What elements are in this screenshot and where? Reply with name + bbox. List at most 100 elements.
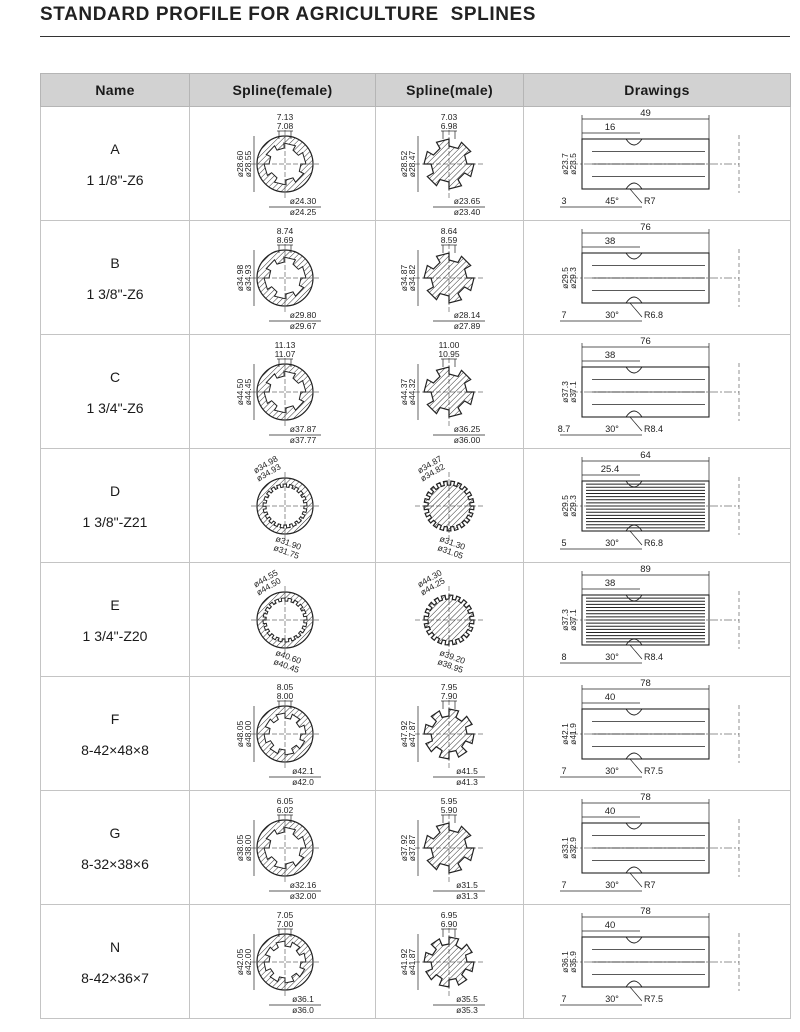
outer-diameter-max: ø28.60: [235, 150, 245, 177]
tooth-width-max: 6.95: [441, 910, 458, 920]
profile-size: 1 3/8"-Z21: [82, 513, 148, 530]
tooth-width-max: 11.00: [439, 340, 460, 350]
profile-letter: E: [110, 596, 120, 613]
chamfer-angle: 30°: [605, 766, 619, 776]
chamfer-offset: 3: [561, 196, 566, 206]
tooth-width-min: 6.98: [441, 121, 458, 131]
root-diameter-min: ø31.3: [456, 891, 478, 901]
overall-length: 76: [640, 222, 651, 233]
tooth-width-min: 7.90: [441, 691, 458, 701]
root-diameter-max: ø36.1: [292, 994, 314, 1004]
profile-letter: G: [109, 824, 121, 841]
profile-size: 8-42×48×8: [81, 741, 149, 758]
radius-leader: [629, 188, 643, 204]
root-diameter-max: ø35.5: [456, 994, 478, 1004]
shaft-diameter-min: ø37.1: [568, 609, 578, 631]
shaft-diameter-min: ø23.5: [568, 153, 578, 175]
name-cell: N 8-42×36×7: [40, 904, 190, 1019]
outer-diameter-max: ø28.52: [399, 150, 409, 177]
outer-diameter-min: ø28.55: [243, 150, 253, 177]
profile-size: 8-42×36×7: [81, 969, 149, 986]
shaft-diameter-max: ø29.5: [560, 267, 570, 289]
groove-neck: [625, 708, 643, 760]
tooth-width-max: 7.05: [277, 910, 294, 920]
outer-diameter-min: ø34.82: [407, 264, 417, 291]
chamfer-offset: 7: [561, 880, 566, 890]
tooth-width-min: 7.08: [277, 121, 294, 131]
chamfer-offset: 5: [561, 538, 566, 548]
hub-length: 16: [605, 122, 616, 133]
outer-diameter-max: ø48.05: [235, 720, 245, 747]
radius-leader: [629, 872, 643, 888]
outer-diameter-min: ø44.45: [243, 378, 253, 405]
overall-length: 76: [640, 336, 651, 347]
outer-diameter-min: ø48.00: [243, 720, 253, 747]
outer-diameter-max: ø38.05: [235, 834, 245, 861]
profile-letter: D: [109, 482, 121, 499]
shaft-diameter-max: ø37.3: [560, 381, 570, 403]
header-name: Name: [40, 73, 190, 107]
chamfer-angle: 45°: [605, 196, 619, 206]
root-diameter-min: ø23.40: [454, 207, 481, 217]
root-diameter-min: ø36.00: [454, 435, 481, 445]
overall-length: 89: [640, 564, 651, 575]
tooth-width-min: 6.90: [441, 919, 458, 929]
hub-length: 38: [605, 236, 616, 247]
chamfer-angle: 30°: [605, 310, 619, 320]
tooth-width-min: 5.90: [441, 805, 458, 815]
name-cell: C 1 3/4"-Z6: [40, 334, 190, 449]
profile-letter: N: [109, 938, 121, 955]
root-diameter-max: ø42.1: [292, 766, 314, 776]
root-diameter-min: ø42.0: [292, 777, 314, 787]
overall-length: 64: [640, 450, 651, 461]
root-diameter-max: ø36.25: [454, 424, 481, 434]
profile-size: 1 1/8"-Z6: [86, 171, 144, 188]
header-spline-female: Spline(female): [189, 73, 376, 107]
profile-size: 1 3/4"-Z6: [86, 399, 144, 416]
root-diameter-min: ø27.89: [454, 321, 481, 331]
tooth-width-max: 7.03: [441, 112, 458, 122]
profile-letter: F: [110, 710, 120, 727]
outer-diameter-max: ø34.87: [399, 264, 409, 291]
outer-diameter-max: ø44.37: [399, 378, 409, 405]
profile-letter: C: [109, 368, 121, 385]
root-diameter-max: ø28.14: [454, 310, 481, 320]
female-spline-bore: [263, 940, 307, 984]
shaft-diameter-max: ø36.1: [560, 951, 570, 973]
tooth-width-min: 8.59: [441, 235, 458, 245]
hub-length: 40: [605, 920, 616, 931]
root-diameter-max: ø23.65: [454, 196, 481, 206]
male-spline-shaft: [423, 480, 475, 532]
radius-leader: [629, 530, 643, 546]
